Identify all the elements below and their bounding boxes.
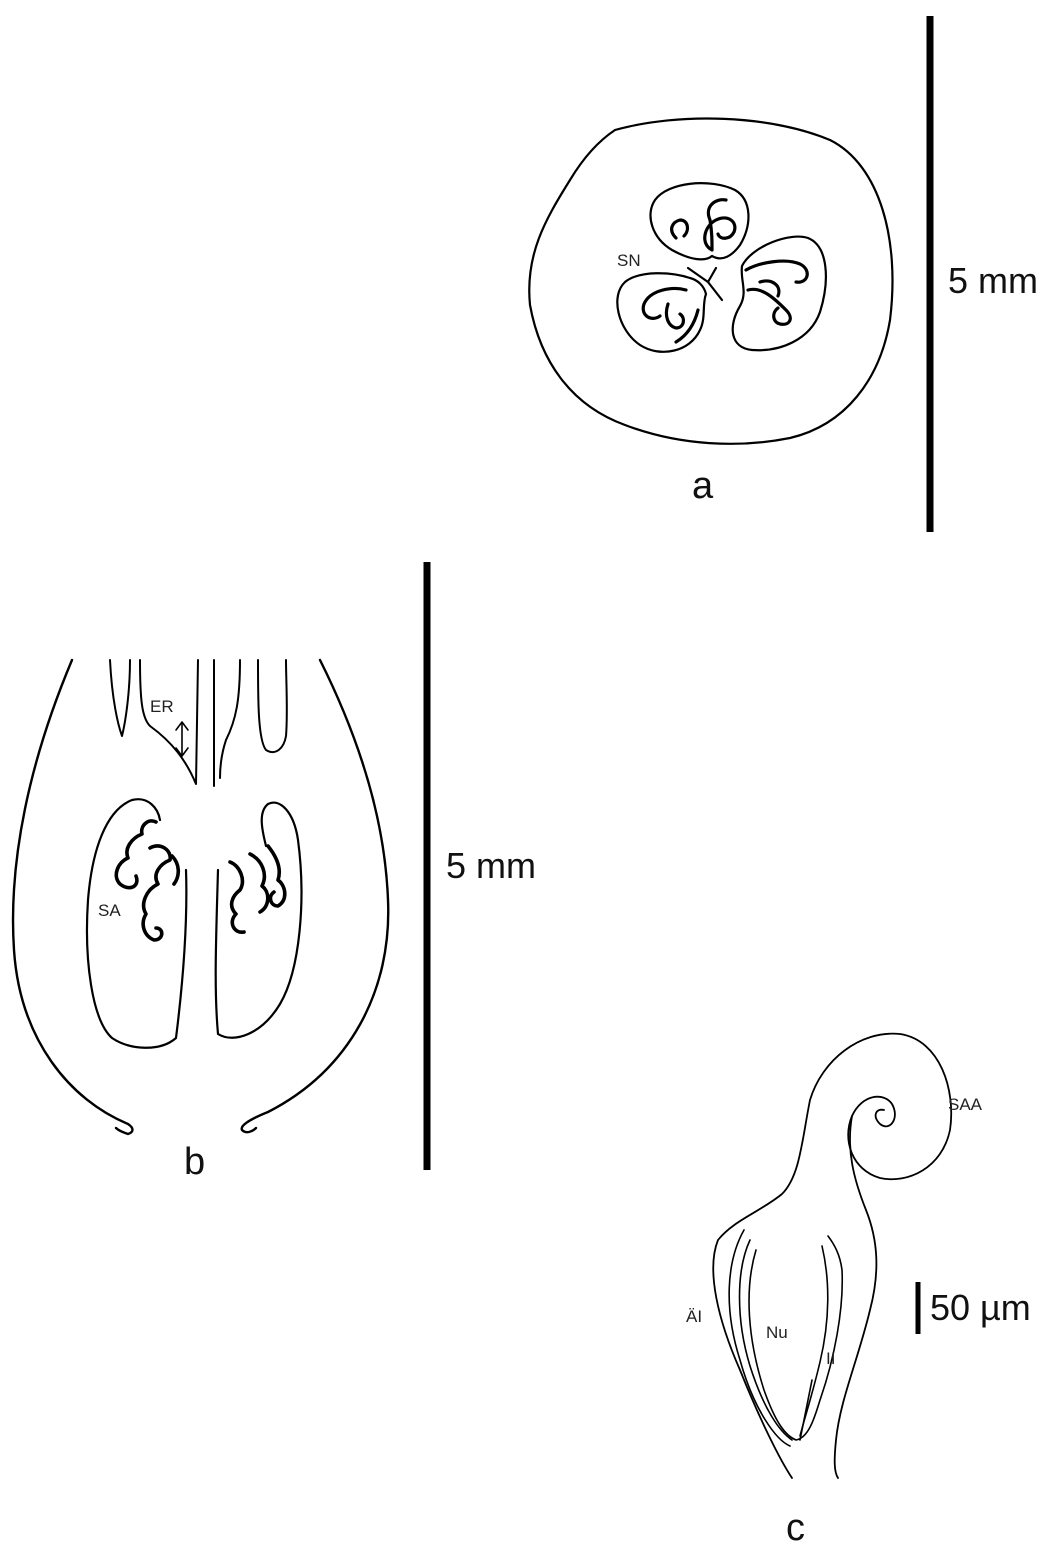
ovary-wall-left	[13, 660, 132, 1134]
locule-left	[617, 273, 706, 352]
ovule-left	[643, 289, 698, 342]
label-er: ER	[150, 697, 174, 716]
cross-section-outline	[529, 119, 892, 444]
panel-b: ER SA b	[13, 660, 388, 1183]
septum-er	[140, 660, 198, 784]
scale-bar-a-label: 5 mm	[948, 260, 1038, 301]
label-sa: SA	[98, 901, 121, 920]
scale-bar-b-label: 5 mm	[446, 845, 536, 886]
ovules-left-b	[116, 821, 178, 940]
ovules-right-b	[230, 846, 285, 932]
panel-label-a: a	[692, 465, 714, 507]
label-saa: SAA	[948, 1095, 983, 1114]
inner-integument	[749, 1236, 842, 1440]
er-double-arrow	[176, 722, 188, 756]
ovary-wall-right	[242, 660, 389, 1132]
scale-bar-a: 5 mm	[930, 16, 1038, 532]
ovule-outer-outline	[713, 1034, 951, 1478]
label-sn: SN	[617, 251, 641, 270]
label-ii: II	[826, 1349, 835, 1368]
scale-bar-c: 50 µm	[918, 1282, 1031, 1334]
panel-label-b: b	[184, 1141, 205, 1183]
panel-a: SN a	[529, 119, 892, 507]
septum-left-narrow	[110, 660, 130, 736]
septum-right-b	[258, 660, 287, 752]
locule-right-b	[216, 803, 302, 1038]
label-nu: Nu	[766, 1323, 788, 1342]
ovule-upper	[672, 200, 735, 250]
septum-right-a	[220, 660, 240, 778]
panel-label-c: c	[786, 1507, 805, 1549]
nucellus	[800, 1246, 828, 1436]
label-ai: ÄI	[686, 1307, 702, 1326]
ovule-right	[746, 261, 807, 324]
scale-bar-c-label: 50 µm	[930, 1287, 1031, 1328]
scale-bar-b: 5 mm	[427, 562, 536, 1170]
